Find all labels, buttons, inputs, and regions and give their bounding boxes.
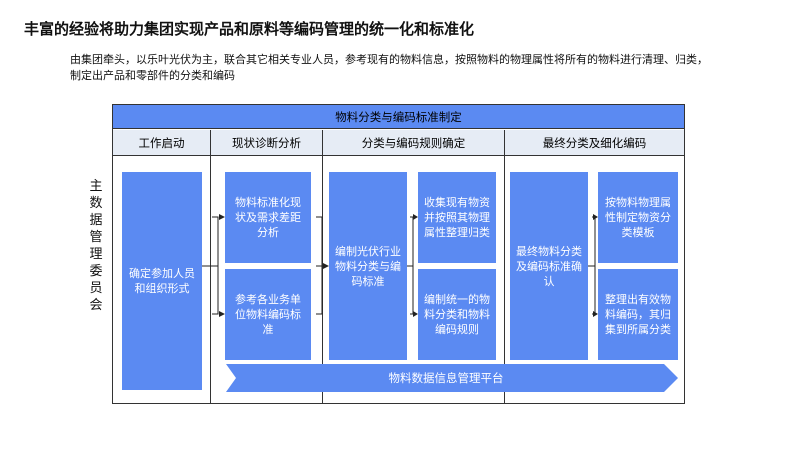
phase-header-diagnosis: 现状诊断分析: [211, 130, 323, 156]
column-divider: [504, 156, 505, 404]
diagnosis-box-gap-analysis: 物料标准化现状及需求差距分析: [225, 172, 311, 263]
rules-main-box: 编制光伏行业物料分类与编码标准: [329, 172, 407, 360]
phase-header-rules: 分类与编码规则确定: [323, 130, 505, 156]
committee-label: 主数据管理委员会: [89, 179, 103, 313]
phase-header-kickoff: 工作启动: [113, 130, 211, 156]
arrow-icon: [593, 214, 598, 220]
final-box-consolidate: 整理出有效物料编码，其归集到所属分类: [598, 269, 678, 360]
final-main-box: 最终物料分类及编码标准确认: [510, 172, 588, 360]
kickoff-box: 确定参加人员和组织形式: [122, 172, 202, 390]
platform-arrow-icon: [226, 364, 678, 392]
diagram-banner: 物料分类与编码标准制定: [113, 105, 684, 129]
diagram-frame: [112, 104, 685, 404]
slide-subtitle: 由集团牵头，以乐叶光伏为主，联合其它相关专业人员，参考现有的物料信息，按照物料的…: [70, 53, 708, 82]
phase-header-final: 最终分类及细化编码: [505, 130, 684, 156]
column-divider: [210, 156, 211, 404]
arrow-icon: [219, 311, 225, 317]
diagnosis-box-reference-standards: 参考各业务单位物料编码标准: [225, 269, 311, 360]
final-box-template: 按物料物理属性制定物资分类模板: [598, 172, 678, 263]
rules-box-collect: 收集现有物资并按照其物理属性整理归类: [418, 172, 496, 263]
rules-box-compile: 编制统一的物料分类和物料编码规则: [418, 269, 496, 360]
arrow-icon: [413, 214, 418, 220]
slide-title: 丰富的经验将助力集团实现产品和原料等编码管理的统一化和标准化: [24, 20, 475, 38]
arrow-icon: [219, 214, 225, 220]
arrow-icon: [323, 263, 329, 269]
arrow-icon: [413, 311, 418, 317]
arrow-icon: [593, 311, 598, 317]
platform-label: 物料数据信息管理平台: [388, 371, 504, 385]
